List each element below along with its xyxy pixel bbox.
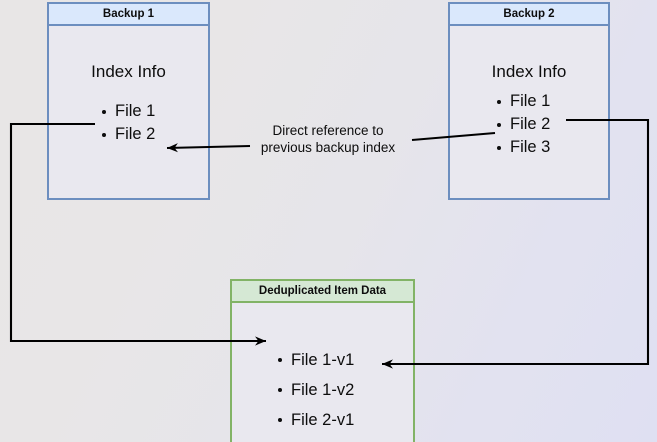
node-backup-1-header: Backup 1 [49, 4, 208, 26]
list-item: File 3 [496, 136, 550, 159]
node-backup-2[interactable]: Backup 2 Index Info File 1 File 2 File 3 [448, 2, 610, 200]
list-item: File 1 [101, 100, 155, 123]
list-item: File 2 [101, 123, 155, 146]
direct-reference-caption-line-2: previous backup index [260, 140, 396, 155]
list-item: File 1 [496, 90, 550, 113]
dedup-file-list: File 1-v1 File 1-v2 File 2-v1 File 3-v1 [277, 345, 354, 442]
node-dedup-body: File 1-v1 File 1-v2 File 2-v1 File 3-v1 [232, 303, 413, 442]
node-dedup-header: Deduplicated Item Data [232, 281, 413, 303]
backup-1-index-info-label: Index Info [91, 62, 166, 81]
node-backup-1[interactable]: Backup 1 Index Info File 1 File 2 [47, 2, 210, 200]
direct-reference-caption: Direct reference to previous backup inde… [252, 122, 404, 156]
direct-reference-caption-line-1: Direct reference to [272, 123, 384, 138]
node-deduplicated-item-data[interactable]: Deduplicated Item Data File 1-v1 File 1-… [230, 279, 415, 442]
backup-2-file-list: File 1 File 2 File 3 [496, 90, 550, 159]
list-item: File 2-v1 [277, 405, 354, 435]
node-backup-2-body: Index Info File 1 File 2 File 3 [450, 26, 608, 198]
backup-2-index-info-label: Index Info [491, 62, 567, 81]
list-item: File 1-v2 [277, 375, 354, 405]
node-backup-2-header: Backup 2 [450, 4, 608, 26]
backup-1-file-list: File 1 File 2 [101, 100, 155, 146]
list-item: File 1-v1 [277, 345, 354, 375]
list-item: File 2 [496, 113, 550, 136]
node-backup-1-body: Index Info File 1 File 2 [49, 26, 208, 198]
list-item: File 3-v1 [277, 435, 354, 442]
